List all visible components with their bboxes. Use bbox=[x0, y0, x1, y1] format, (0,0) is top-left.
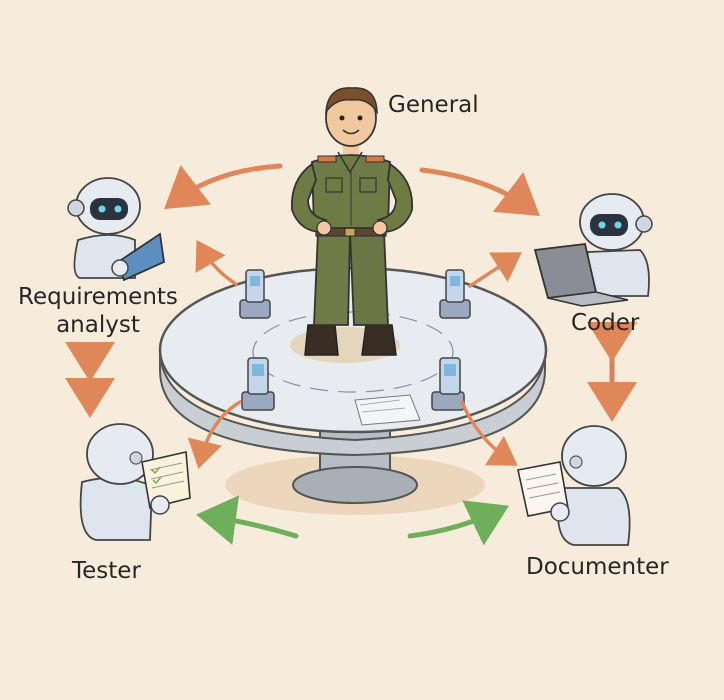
walkie-talkie-icon bbox=[431, 357, 465, 411]
arrow-radio-to-documenter bbox=[460, 400, 518, 466]
bidirectional-arrows bbox=[65, 322, 637, 422]
robot-with-document bbox=[517, 425, 631, 546]
soldier-figure bbox=[290, 87, 413, 356]
coder-label: Coder bbox=[571, 310, 640, 336]
arrow-radio-to-requirements bbox=[195, 239, 238, 286]
documenter-label: Documenter bbox=[526, 554, 669, 580]
robot-with-laptop bbox=[533, 193, 653, 307]
arrow-general-to-coder bbox=[419, 167, 540, 217]
requirements-analyst-label-line1: Requirements bbox=[18, 284, 178, 310]
feedback-arrows bbox=[196, 495, 510, 546]
arrow-radio-to-tester bbox=[187, 400, 242, 469]
arrow-radio-to-coder bbox=[468, 252, 522, 288]
requirements-analyst-label-line2: analyst bbox=[56, 311, 140, 338]
tester-label: Tester bbox=[72, 558, 141, 584]
command-arrows bbox=[164, 163, 540, 217]
walkie-talkie-icon bbox=[439, 269, 471, 319]
arrow-general-to-requirements bbox=[164, 163, 283, 210]
walkie-talkie-icon bbox=[239, 269, 271, 319]
walkie-talkie-icon bbox=[241, 357, 275, 411]
robot-with-tablet bbox=[67, 177, 165, 282]
radio-arrows bbox=[187, 239, 522, 469]
general-label: General bbox=[388, 92, 479, 118]
arrow-to-documenter bbox=[407, 500, 510, 546]
robot-with-checklist bbox=[79, 423, 191, 541]
arrow-to-tester bbox=[196, 495, 299, 545]
requirements-analyst-label: Requirements analyst bbox=[18, 284, 178, 339]
